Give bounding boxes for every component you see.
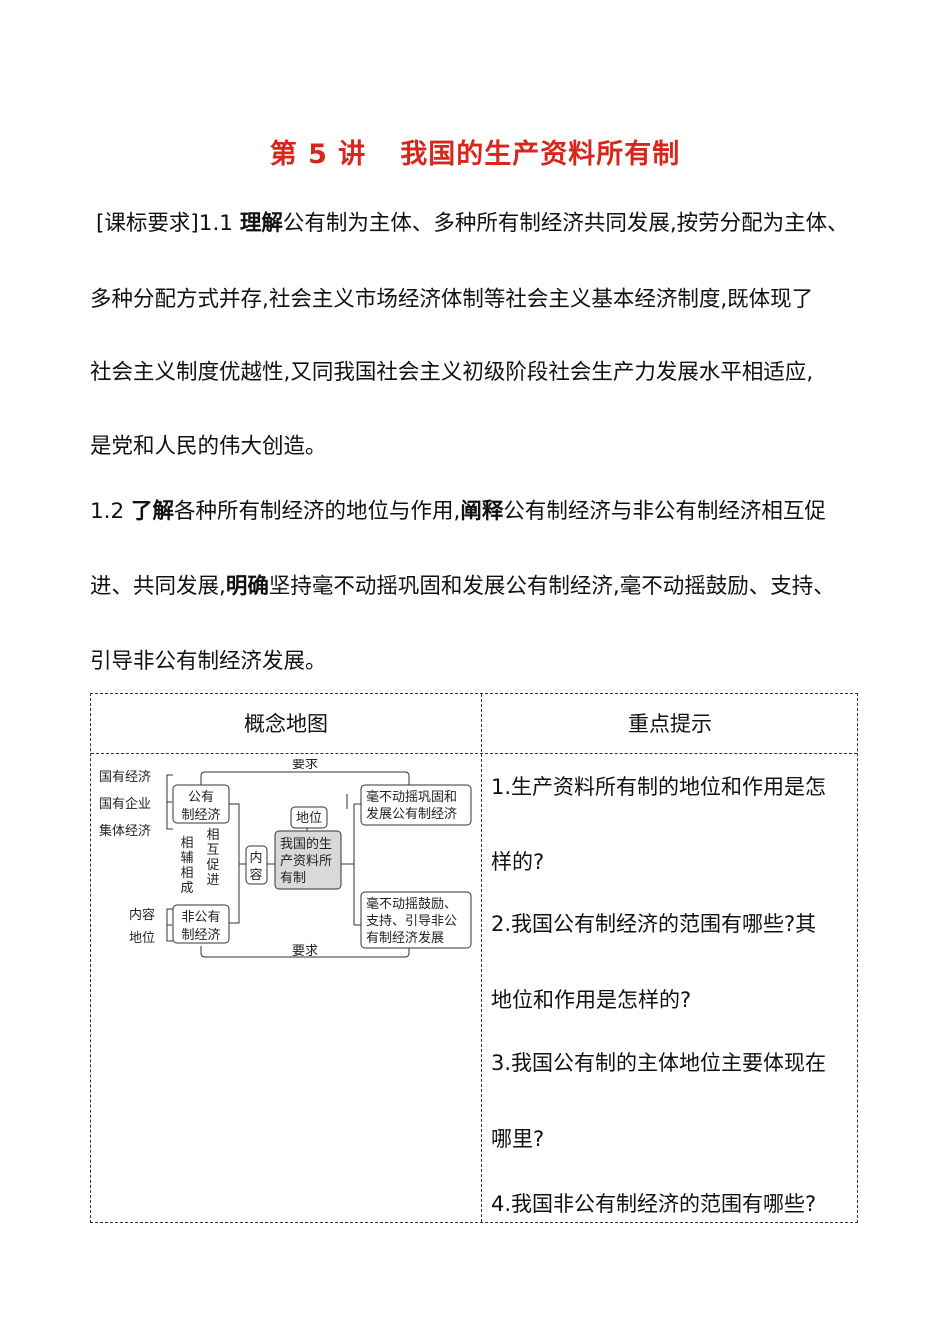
map-right-top-text: 发展公有制经济 [366,806,457,822]
map-right-bottom-text: 有制经济发展 [366,930,444,946]
req2-text2: 公有制经济与非公有制经济相互促 [503,499,826,524]
map-center-box-text: 我国的生 [280,836,332,852]
keyword-explain: 阐释 [460,499,504,524]
keyword-clarify: 明确 [225,574,269,599]
map-relation-left: 辅 [180,851,193,866]
map-right-top-text: 毫不动摇巩固和 [366,789,457,805]
keyword-understand: 理解 [239,211,283,236]
map-top-label: 要求 [292,759,318,772]
map-relation-left: 相 [180,866,193,881]
question-2-line2: 地位和作用是怎样的? [491,988,692,1012]
table-divider-horizontal [91,753,857,754]
map-relation-right: 相 [206,828,219,843]
map-nonpublic-box-text: 制经济 [181,928,220,943]
lecture-number: 第 5 讲 [269,139,367,170]
header-concept-map: 概念地图 [244,712,328,736]
map-relation-right: 互 [206,843,219,858]
question-2-line1: 2.我国公有制经济的范围有哪些?其 [491,912,817,936]
map-relation-right: 促 [206,858,219,873]
map-nonpublic-item: 内容 [129,907,155,923]
study-table: 概念地图 重点提示 1.生产资料所有制的地位和作用是怎 样的? 2.我国公有制经… [90,693,858,1223]
map-relation-left: 成 [180,881,193,896]
page-title: 第 5 讲 我国的生产资料所有制 [0,132,950,171]
map-public-item: 国有经济 [99,770,151,785]
map-right-bottom-text: 毫不动摇鼓励、 [366,896,457,912]
req1-line4: 是党和人民的伟大创造。 [90,434,327,459]
map-public-box-text: 制经济 [181,808,220,823]
map-nonpublic-item: 地位 [129,931,155,946]
question-4: 4.我国非公有制经济的范围有哪些? [491,1192,817,1216]
req2-text3: 进、共同发展, [90,574,226,599]
map-relation-right: 进 [206,873,219,888]
map-content-box-text: 内 [249,850,262,866]
req2-line2: 进、共同发展,明确坚持毫不动摇巩固和发展公有制经济,毫不动摇鼓励、支持、 [90,569,880,600]
map-public-item: 国有企业 [99,796,151,812]
req1-line1: [课标要求]1.1 理解公有制为主体、多种所有制经济共同发展,按劳分配为主体、 [96,206,886,237]
map-center-box-text: 产资料所 [280,854,332,869]
map-relation-left: 相 [180,836,193,851]
lecture-topic: 我国的生产资料所有制 [400,139,681,170]
req1-text1: 公有制为主体、多种所有制经济共同发展,按劳分配为主体、 [282,211,849,236]
map-position-box-text: 地位 [296,811,322,826]
keyword-know: 了解 [131,499,175,524]
map-bottom-label: 要求 [292,944,318,959]
req2-text4: 坚持毫不动摇巩固和发展公有制经济,毫不动摇鼓励、支持、 [268,574,835,599]
map-nonpublic-box-text: 非公有 [181,910,220,925]
map-right-bottom-text: 支持、引导非公 [366,914,457,929]
question-3-line1: 3.我国公有制的主体地位主要体现在 [491,1051,827,1075]
concept-map: 要求要求国有经济国有企业集体经济公有制经济内容地位非公有制经济相辅相成相互促进内… [99,759,472,959]
req2-text1: 各种所有制经济的地位与作用, [174,499,461,524]
table-divider-vertical [481,694,482,1222]
req2-line3: 引导非公有制经济发展。 [90,649,327,674]
req1-line2: 多种分配方式并存,社会主义市场经济体制等社会主义基本经济制度,既体现了 [90,287,814,312]
question-1-line2: 样的? [491,850,545,874]
header-key-points: 重点提示 [628,712,712,736]
req1-line3: 社会主义制度优越性,又同我国社会主义初级阶段社会生产力发展水平相适应, [90,360,814,385]
req1-prefix: [课标要求]1.1 [96,211,240,236]
map-public-box-text: 公有 [188,790,214,805]
map-content-box-text: 容 [249,867,262,883]
question-3-line2: 哪里? [491,1127,545,1151]
map-public-item: 集体经济 [99,823,151,839]
question-1-line1: 1.生产资料所有制的地位和作用是怎 [491,775,827,799]
req2-line1: 1.2 了解各种所有制经济的地位与作用,阐释公有制经济与非公有制经济相互促 [90,494,880,525]
map-center-box-text: 有制 [280,871,306,886]
req2-prefix: 1.2 [90,499,132,524]
